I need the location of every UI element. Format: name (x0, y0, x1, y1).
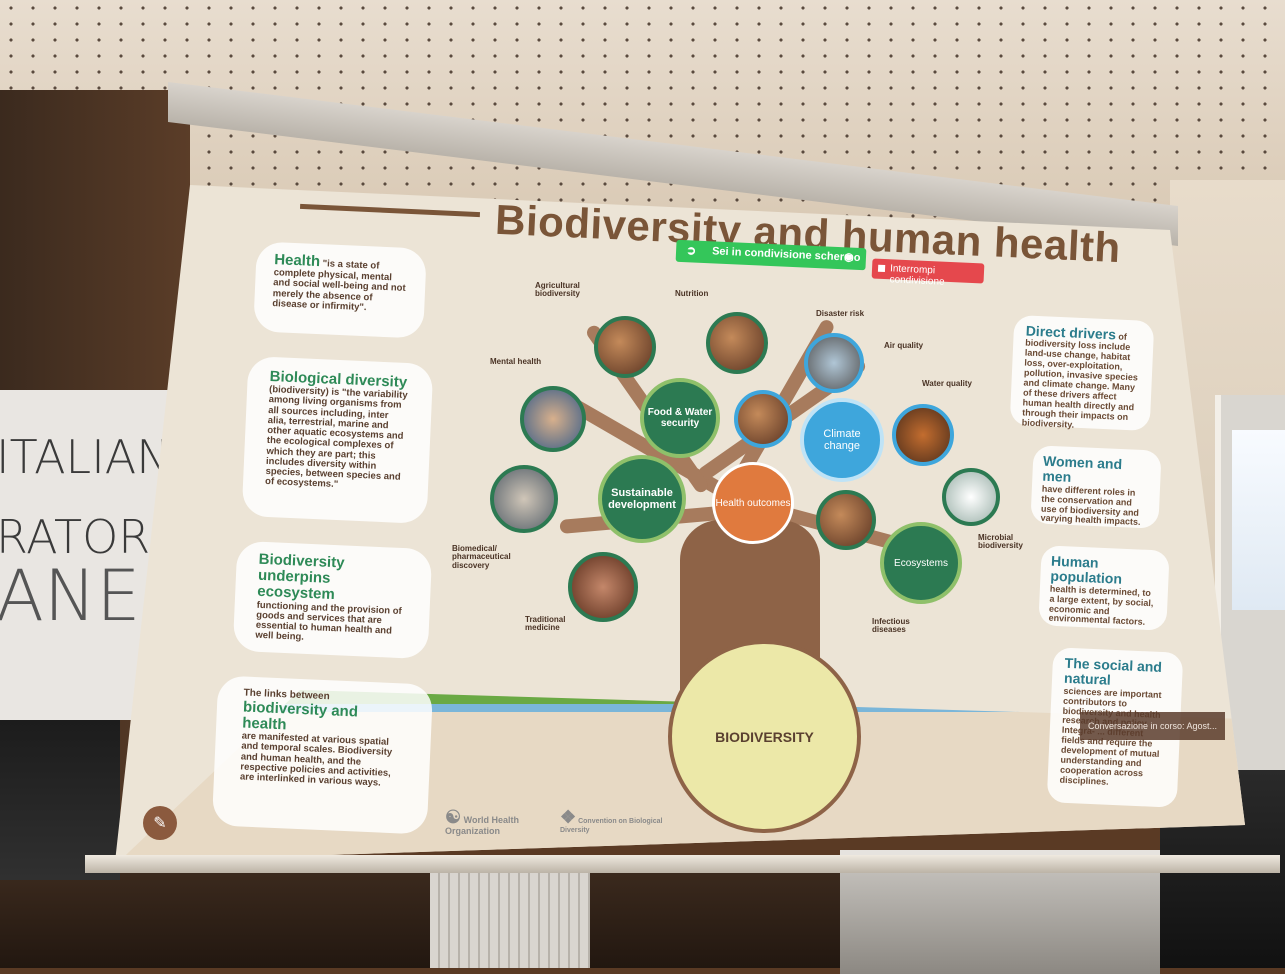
tree-label: Microbial biodiversity (978, 533, 1023, 551)
panel-body: (biodiversity) is "the variability among… (264, 384, 408, 491)
panel-heading: Biodiversity underpins ecosystem (256, 550, 345, 604)
node-label: Food & Water security (647, 407, 713, 429)
microbial-photo (942, 468, 1000, 526)
conversation-toast[interactable]: Conversazione in corso: Agost... (1080, 712, 1225, 740)
tree-label: Nutrition (675, 289, 709, 298)
banner-line-1: ITALIAN (0, 430, 171, 484)
agricultural-photo (594, 316, 656, 378)
toast-text: Conversazione in corso: Agost... (1087, 721, 1218, 731)
women-men-panel: Women and men have different roles in th… (1030, 445, 1162, 529)
panel-body: of biodiversity loss include land-use ch… (1021, 331, 1139, 430)
pencil-icon[interactable]: ✎ (143, 806, 177, 840)
water-quality-photo (892, 404, 954, 466)
node-label: Ecosystems (894, 557, 948, 569)
sustainable-development-node: Sustainable development (598, 455, 686, 543)
mental-health-photo (520, 386, 586, 452)
node-label: Health outcomes (715, 497, 791, 509)
ecosystem-panel: Biodiversity underpins ecosystem functio… (232, 540, 433, 660)
window-glass (1232, 430, 1285, 610)
podium (0, 720, 120, 880)
tree-label: Agricultural biodiversity (535, 281, 580, 299)
share-icon: ➲ (685, 243, 697, 258)
tree-label: Air quality (884, 341, 924, 350)
banner-line-2: RATORI (0, 510, 164, 564)
biomedical-photo (490, 465, 558, 533)
health-outcomes-node: Health outcomes (712, 462, 794, 544)
direct-drivers-panel: Direct drivers of biodiversity loss incl… (1009, 314, 1155, 432)
tree-label: Traditional medicine (525, 615, 566, 633)
links-panel: The links between biodiversity and healt… (211, 675, 434, 835)
disaster-photo (804, 333, 864, 393)
panel-body: functioning and the provision of goods a… (255, 599, 402, 644)
pause-icon[interactable]: ◉ (843, 251, 854, 264)
tree-label: Biomedical/ pharmaceutical discovery (452, 544, 511, 570)
who-logo: ☯ World Health Organization (445, 808, 545, 836)
tree-label: Mental health (490, 357, 542, 366)
stop-icon (877, 264, 886, 273)
human-population-panel: Human population health is determined, t… (1038, 545, 1170, 631)
health-panel: Health "is a state of complete physical,… (253, 241, 427, 339)
climate-change-node: Climate change (800, 398, 884, 482)
air-quality-photo (734, 390, 792, 448)
panel-body: have different roles in the conservation… (1040, 483, 1141, 528)
ecosystems-node: Ecosystems (880, 522, 962, 604)
nutrition-photo (706, 312, 768, 374)
node-label: Sustainable development (608, 487, 676, 511)
share-label: Sei in condivisione schermo (711, 245, 861, 265)
who-logo-text: World Health Organization (445, 815, 519, 836)
infectious-diseases-photo (816, 490, 876, 550)
tree-label: Water quality (922, 379, 972, 388)
cbd-logo-text: Convention on Biological Diversity (560, 818, 663, 834)
title-rule (299, 203, 481, 218)
stop-label: Interrompi condivisione (889, 263, 945, 288)
screen-bottom-bar (85, 855, 1280, 873)
who-logo-icon: ☯ (445, 807, 462, 827)
node-label: Climate change (823, 428, 861, 452)
food-water-node: Food & Water security (640, 378, 720, 458)
tree-label: Disaster risk (816, 309, 865, 318)
panel-body: health is determined, to a large extent,… (1048, 583, 1154, 628)
cbd-logo: ❖ Convention on Biological Diversity (560, 808, 670, 834)
cbd-logo-icon: ❖ (560, 807, 577, 827)
tree-label: Infectious diseases (872, 617, 910, 635)
panel-body: are manifested at various spatial and te… (239, 730, 393, 789)
biological-diversity-panel: Biological diversity (biodiversity) is "… (241, 356, 434, 524)
root-label: BIODIVERSITY (715, 728, 814, 745)
radiator (430, 860, 590, 968)
traditional-medicine-photo (568, 552, 638, 622)
banner-line-3: ANE (0, 555, 141, 637)
biodiversity-root: BIODIVERSITY (668, 640, 861, 833)
